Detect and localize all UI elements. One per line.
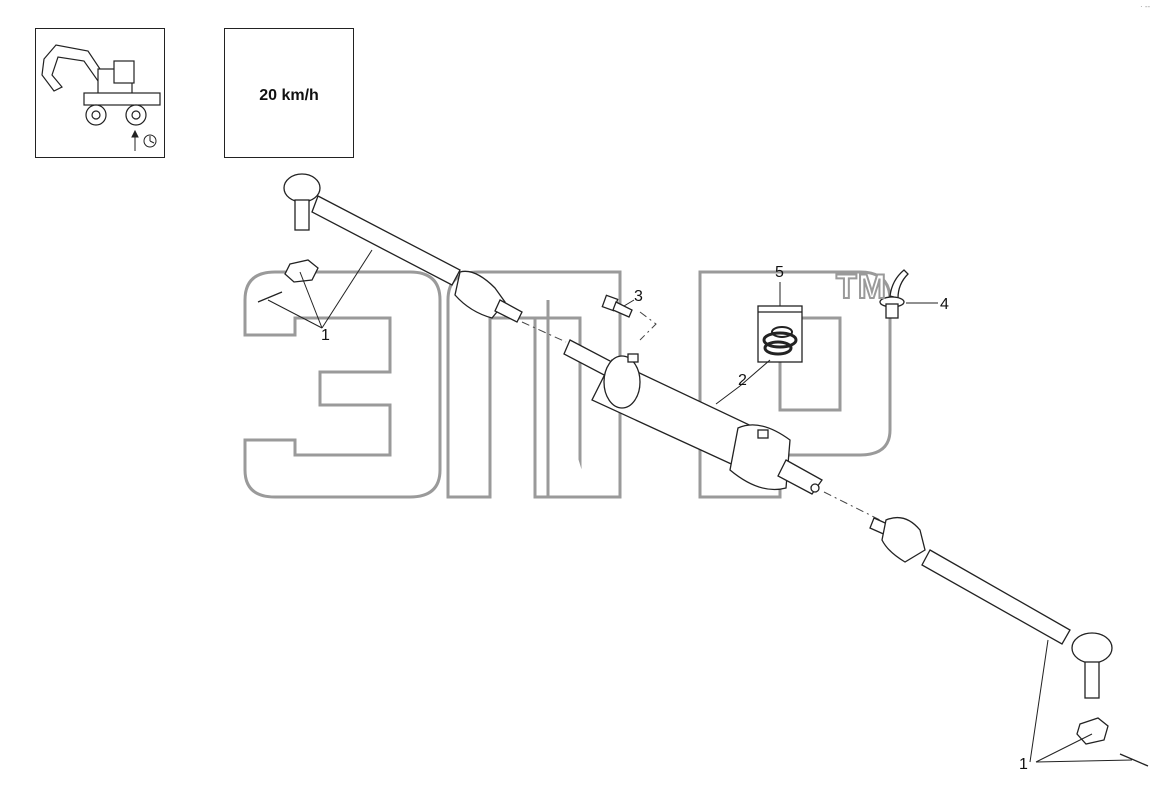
bolt (601, 294, 633, 318)
callout-item-4: 4 (940, 296, 949, 313)
corner-mark: · -- (1140, 2, 1151, 11)
cylinder-rod-right (777, 459, 823, 495)
steering-cylinder (563, 339, 823, 495)
rod-end-hole (810, 483, 820, 493)
leader-lines (267, 249, 1133, 763)
trademark-mark: TM (835, 267, 888, 307)
ball-joint-stud-upper (294, 199, 310, 231)
nut-lower (1076, 717, 1109, 745)
ball-joint-stud-lower (1084, 661, 1100, 699)
speed-label: 20 km/h (259, 87, 319, 104)
callout-item-3: 3 (634, 288, 643, 305)
cotter-pin-upper (257, 291, 283, 303)
tie-rod-upper (257, 173, 523, 323)
callout-item-5: 5 (775, 264, 784, 281)
ball-joint-upper (283, 173, 321, 203)
callout-item-2: 2 (738, 372, 747, 389)
callout-item-1-lower: 1 (1019, 756, 1028, 773)
machine-illustration-frame (35, 28, 165, 158)
tie-rod-tube-lower (921, 549, 1071, 645)
cylinder-head-right (729, 424, 791, 491)
assembly-axis (521, 311, 881, 521)
tie-rod-lower (869, 516, 1149, 767)
speed-rating-frame: 20 km/h (224, 28, 354, 158)
grease-fitting (879, 269, 909, 319)
watermark-letter-f (533, 300, 590, 499)
cotter-pin-lower (1119, 753, 1149, 767)
cylinder-port-left (627, 353, 639, 363)
watermark-letter-e (243, 270, 442, 499)
nut-upper (284, 259, 319, 283)
cylinder-port-right (757, 429, 769, 439)
thread-upper (494, 299, 523, 323)
ball-joint-lower (1071, 632, 1113, 664)
excavator-icon (41, 44, 161, 151)
callout-item-1-upper: 1 (321, 327, 330, 344)
seal-kit-bag (757, 305, 803, 363)
tie-rod-end-lower (881, 516, 926, 563)
tie-rod-tube-upper (311, 195, 461, 286)
cylinder-cap-left (603, 355, 641, 409)
